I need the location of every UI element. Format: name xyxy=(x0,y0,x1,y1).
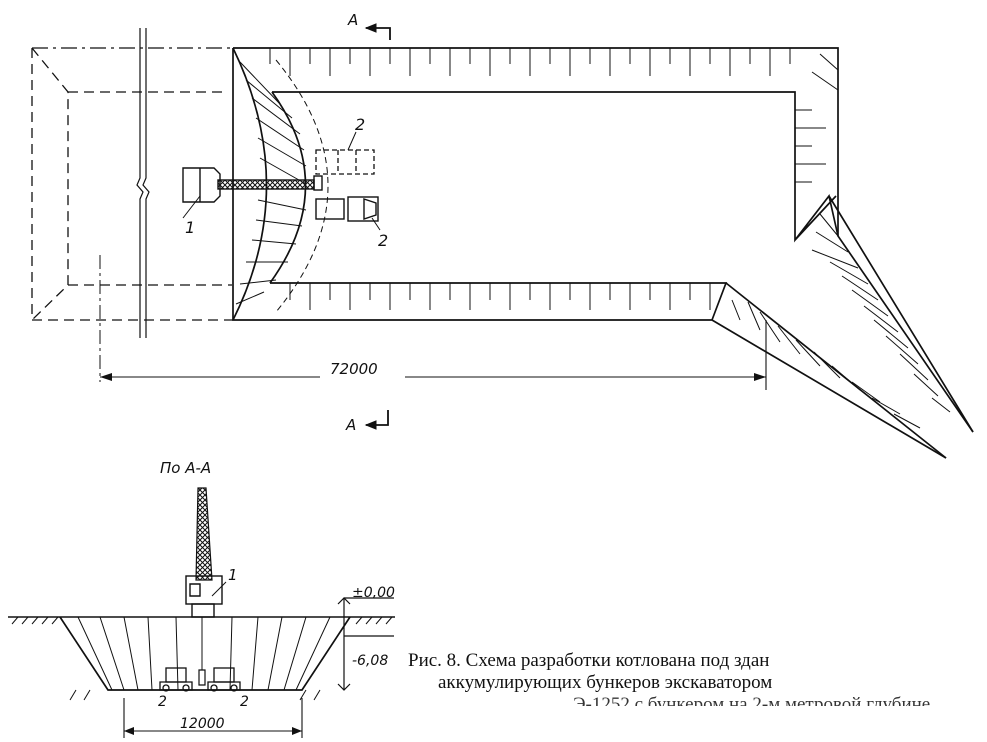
excavator-section xyxy=(185,575,223,618)
section-marker-bottom-arrow xyxy=(364,420,377,430)
leader-truck-bottom xyxy=(371,217,381,231)
level-marks xyxy=(337,597,394,691)
truck-number-bottom: 2 xyxy=(378,231,388,250)
dimension-line-12000 xyxy=(123,698,303,738)
level-top-label: ±0,00 xyxy=(352,585,395,601)
pit-bottom-hatching xyxy=(69,689,321,701)
dimension-line-72000 xyxy=(100,320,767,390)
excavator-plan xyxy=(182,167,323,203)
slope-hatching-right xyxy=(795,53,839,183)
reach-arc xyxy=(275,59,329,313)
pit-plan xyxy=(31,23,974,459)
excavated-section-dashed xyxy=(31,47,233,321)
leader-truck-top xyxy=(347,131,357,151)
section-marker-top-arrow xyxy=(364,23,377,33)
break-line xyxy=(136,28,150,338)
section-label-bottom: А xyxy=(345,416,356,434)
pit-soil-hatching xyxy=(77,616,331,691)
pit-inner-contour xyxy=(270,91,974,459)
section-title: По А-А xyxy=(160,459,211,477)
caption-line-2: аккумулирующих бункеров экскаватором xyxy=(438,672,773,693)
bucket xyxy=(198,669,206,686)
ground-hatching xyxy=(11,616,393,625)
leader-section-excavator xyxy=(211,581,227,597)
truck-dashed xyxy=(315,149,375,175)
width-dimension-label: 12000 xyxy=(180,716,225,732)
face-hatching xyxy=(235,61,307,305)
excavator-number-plan: 1 xyxy=(185,218,195,237)
figure-caption: Рис. 8. Схема разработки котлована под з… xyxy=(408,650,987,706)
crane-boom xyxy=(195,487,213,581)
leader-excavator xyxy=(182,195,201,219)
caption-line-1: Рис. 8. Схема разработки котлована под з… xyxy=(408,650,770,671)
pit-outer-contour xyxy=(232,47,974,459)
truck-section-right xyxy=(207,667,241,692)
length-dimension-label: 72000 xyxy=(330,360,378,378)
ramp-hatching xyxy=(731,213,951,429)
truck-number-right: 2 xyxy=(240,694,249,710)
caption-line-3: Э-1252 с бункером на 2-м метровой глубин… xyxy=(573,694,931,706)
truck-section-left xyxy=(159,667,193,692)
level-bottom-label: -6,08 xyxy=(352,653,388,669)
section-label-top: А xyxy=(347,11,358,29)
section-marker-bottom xyxy=(366,410,389,426)
truck-solid xyxy=(315,196,379,222)
truck-number-left: 2 xyxy=(158,694,167,710)
pit-profile xyxy=(59,616,351,691)
excavator-number-section: 1 xyxy=(228,566,238,584)
truck-number-top: 2 xyxy=(355,115,365,134)
cross-section xyxy=(8,487,395,738)
slope-hatching-top xyxy=(269,48,791,76)
slope-hatching-bottom xyxy=(289,283,711,310)
